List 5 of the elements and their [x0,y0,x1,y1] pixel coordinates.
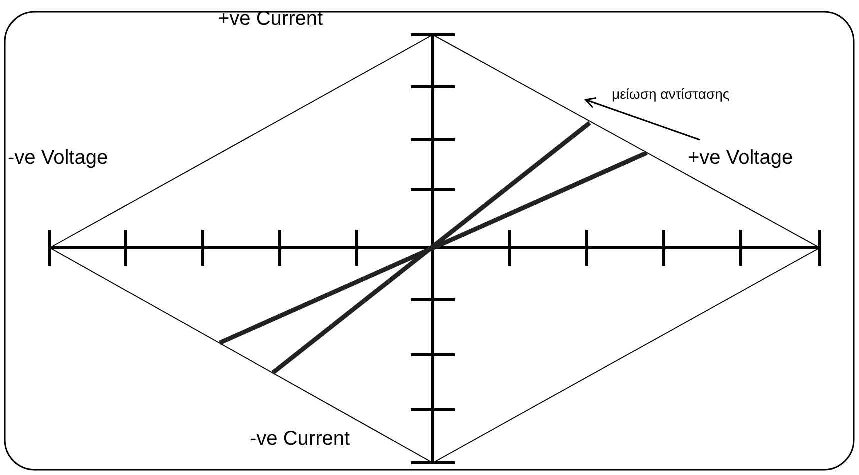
axis-label: μείωση αντίστασης [612,86,730,102]
axis-label: -ve Voltage [8,147,108,170]
axis-label: -ve Current [250,428,350,451]
axis-label: +ve Current [218,8,324,31]
axis-label: +ve Voltage [688,147,794,170]
